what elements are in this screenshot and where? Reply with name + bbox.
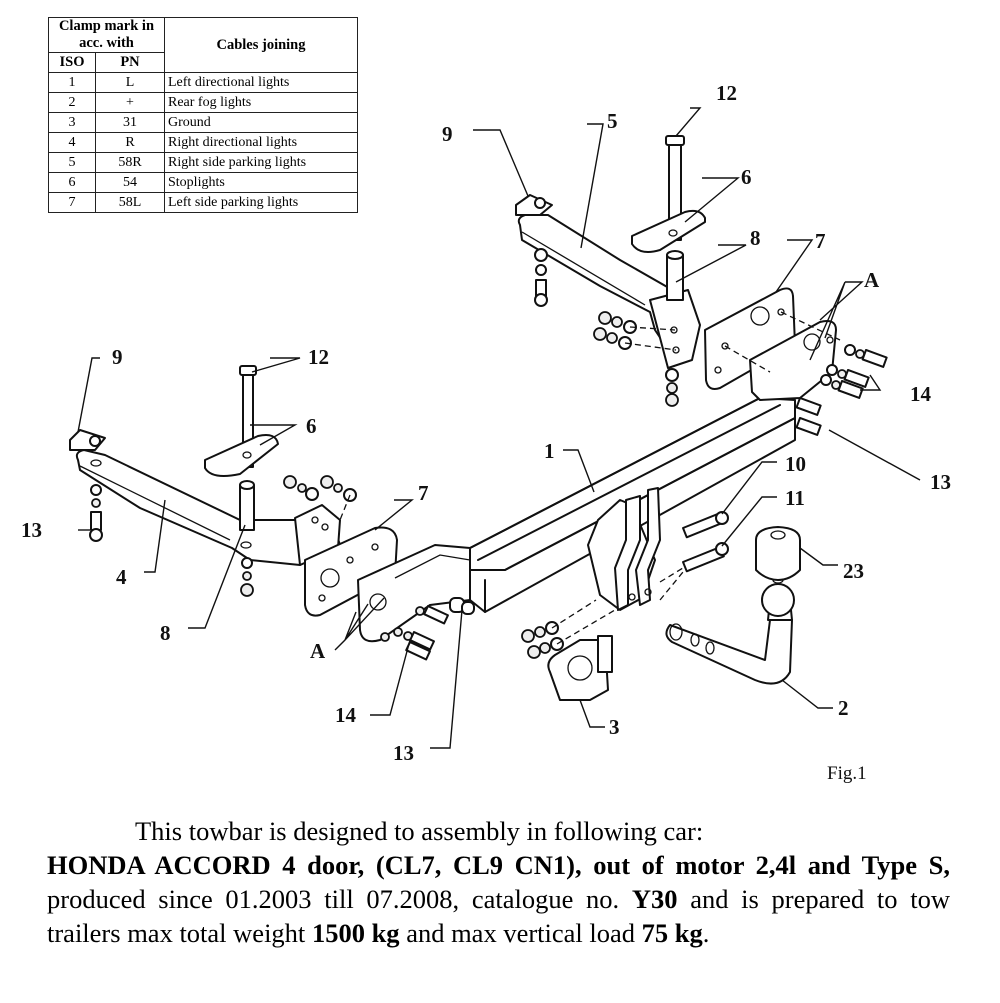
car-model: HONDA ACCORD 4 door, (CL7, CL9 CN1), out… [47,850,950,880]
tow-ball [665,526,801,685]
label-part-8-left: 8 [160,621,171,645]
label-part-9-right: 9 [442,122,453,146]
label-part-13-bottom: 13 [393,741,414,765]
header-clamp-mark: Clamp mark in acc. with [48,17,165,53]
cell-iso: 5 [48,152,96,173]
cell-iso: 6 [48,172,96,193]
description-intro: This towbar is designed to assembly in f… [135,816,704,846]
cell-pn: R [95,132,165,153]
prepared-text: and is prepared to tow trailers max tota… [47,884,950,948]
cell-cable: Right side parking lights [164,152,358,173]
cell-pn: 31 [95,112,165,133]
leader-lines [77,107,921,749]
label-part-13-left: 13 [21,518,42,542]
right-mounting-plate [704,287,841,401]
cell-iso: 4 [48,132,96,153]
label-A-left: A [310,639,326,663]
cell-pn: 58R [95,152,165,173]
label-part-10: 10 [785,452,806,476]
cell-pn: + [95,92,165,113]
label-part-12-left: 12 [308,345,329,369]
label-part-13-right: 13 [930,470,951,494]
label-A-right: A [864,268,880,292]
hitch-receiver-brackets [614,487,661,611]
cell-cable: Rear fog lights [164,92,358,113]
label-part-1: 1 [544,439,555,463]
right-bracket-arm [515,135,706,407]
table-row: 4 R Right directional lights [48,132,358,153]
label-part-12-right: 12 [716,81,737,105]
cell-cable: Left side parking lights [164,192,358,213]
towbar-description: This towbar is designed to assembly in f… [47,814,950,950]
label-part-5: 5 [607,109,618,133]
table-row: 2 + Rear fog lights [48,92,358,113]
sentence-end: . [702,918,710,948]
label-part-14-left: 14 [335,703,357,727]
cell-pn: 54 [95,172,165,193]
cell-pn: L [95,72,165,93]
cell-cable: Stoplights [164,172,358,193]
label-part-6-right: 6 [741,165,752,189]
left-mounting-plate [304,526,475,661]
left-bracket-arm [69,365,357,597]
label-part-7-left: 7 [418,481,429,505]
catalogue-number: Y30 [631,884,678,914]
table-row: 7 58L Left side parking lights [48,192,358,213]
label-part-9-left: 9 [112,345,123,369]
label-part-23: 23 [843,559,864,583]
max-weight: 1500 kg [311,918,400,948]
hitch-bolts [659,511,729,601]
label-part-14-right: 14 [910,382,932,406]
towbar-exploded-diagram: 12 5 9 6 8 7 A 14 13 9 12 6 13 4 8 7 A 1… [21,81,951,784]
label-part-8-right: 8 [750,226,761,250]
table-row: 6 54 Stoplights [48,172,358,193]
production-text: produced since 01.2003 till 07.2008, cat… [47,884,632,914]
label-part-4: 4 [116,565,127,589]
table-row: 3 31 Ground [48,112,358,133]
cell-cable: Ground [164,112,358,133]
table-row: 5 58R Right side parking lights [48,152,358,173]
cell-cable: Left directional lights [164,72,358,93]
cell-iso: 2 [48,92,96,113]
cell-cable: Right directional lights [164,132,358,153]
label-part-11: 11 [785,486,805,510]
cell-pn: 58L [95,192,165,213]
cell-iso: 3 [48,112,96,133]
label-part-2: 2 [838,696,849,720]
cell-iso: 1 [48,72,96,93]
label-part-7-right: 7 [815,229,826,253]
header-pn: PN [95,52,165,73]
right-bolts [795,344,888,436]
label-part-3: 3 [609,715,620,739]
vertical-text: and max vertical load [399,918,642,948]
label-part-6-left: 6 [306,414,317,438]
figure-label: Fig.1 [827,763,867,784]
header-iso: ISO [48,52,96,73]
nuts-washers-right [593,311,677,351]
table-row: 1 L Left directional lights [48,72,358,93]
cell-iso: 7 [48,192,96,213]
vertical-load: 75 kg [641,918,703,948]
cable-connection-table: Clamp mark in acc. with Cables joining I… [48,17,358,213]
header-cables-joining: Cables joining [164,17,358,73]
